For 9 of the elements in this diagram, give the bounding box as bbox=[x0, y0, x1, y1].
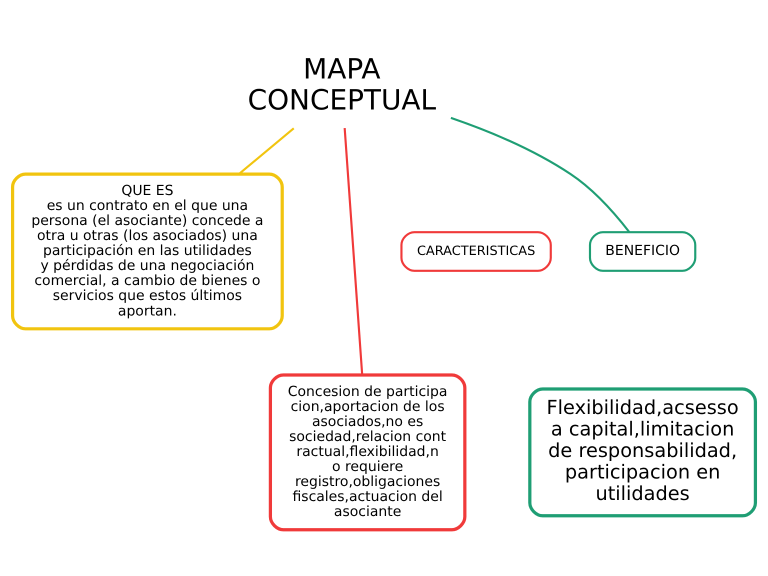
connector bbox=[238, 127, 294, 175]
node-text: MAPA CONCEPTUAL bbox=[248, 52, 436, 116]
node-box: QUE ES es un contrato en el que una persona (el asociante) concede a otra u otras (los asociados) una participación en las utilidades y pérdidas de una negociación comercial, a cambio de bienes o servicios que estos últimos aportan. bbox=[10, 172, 284, 330]
node-box: Flexibilidad,acsesso a capital,limitacion de responsabilidad, participacion en utilidades bbox=[528, 387, 758, 518]
node-box: Concesion de participacion,aportacion de los asociados,no es sociedad,relacion contractual,flexibilidad,no requiere registro,obligaciones fiscales,actuacion del asociante bbox=[268, 373, 466, 532]
node-box: BENEFICIO bbox=[588, 231, 696, 272]
connector bbox=[450, 116, 630, 233]
connector bbox=[344, 128, 364, 376]
node-box: CARACTERISTICAS bbox=[400, 231, 552, 272]
